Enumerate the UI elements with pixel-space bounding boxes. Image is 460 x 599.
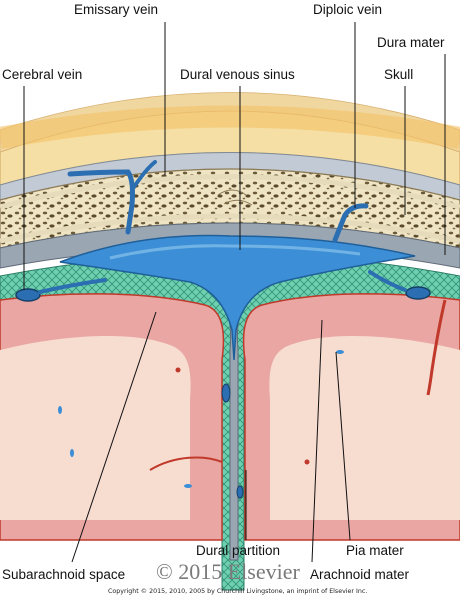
diploic-vein (332, 203, 369, 243)
label-diploic-vein: Diploic vein (313, 2, 383, 17)
label-dural-venous-sinus: Dural venous sinus (180, 67, 295, 82)
watermark: © 2015 Elsevier (156, 559, 300, 584)
dural-venous-sinus (59, 234, 416, 361)
left-hemisphere (0, 293, 225, 541)
label-dural-partition: Dural partition (196, 543, 281, 558)
artery (426, 299, 447, 396)
artery-dot (175, 367, 181, 373)
small-vessel (58, 406, 62, 414)
cerebral-vein-left (15, 288, 41, 302)
right-hemisphere (242, 293, 460, 541)
small-vessel (221, 383, 231, 403)
label-emissary-vein: Emissary vein (74, 2, 159, 17)
label-subarachnoid-space: Subarachnoid space (2, 567, 126, 582)
emissary-vein (67, 169, 135, 235)
artery-dot (304, 459, 310, 465)
leader-lines (23, 22, 446, 563)
small-vessel (236, 485, 244, 499)
label-skull: Skull (384, 67, 414, 82)
label-arachnoid-mater: Arachnoid mater (310, 567, 410, 582)
label-dura-mater: Dura mater (377, 35, 445, 50)
small-vessel (70, 449, 74, 457)
label-cerebral-vein: Cerebral vein (2, 67, 83, 82)
small-vessel (184, 484, 192, 488)
copyright-notice: Copyright © 2015, 2010, 2005 by Churchil… (108, 588, 368, 595)
cerebral-vein-right (405, 286, 431, 300)
small-vessel (336, 350, 344, 354)
label-pia-mater: Pia mater (346, 543, 404, 558)
skull-bone (0, 168, 460, 249)
